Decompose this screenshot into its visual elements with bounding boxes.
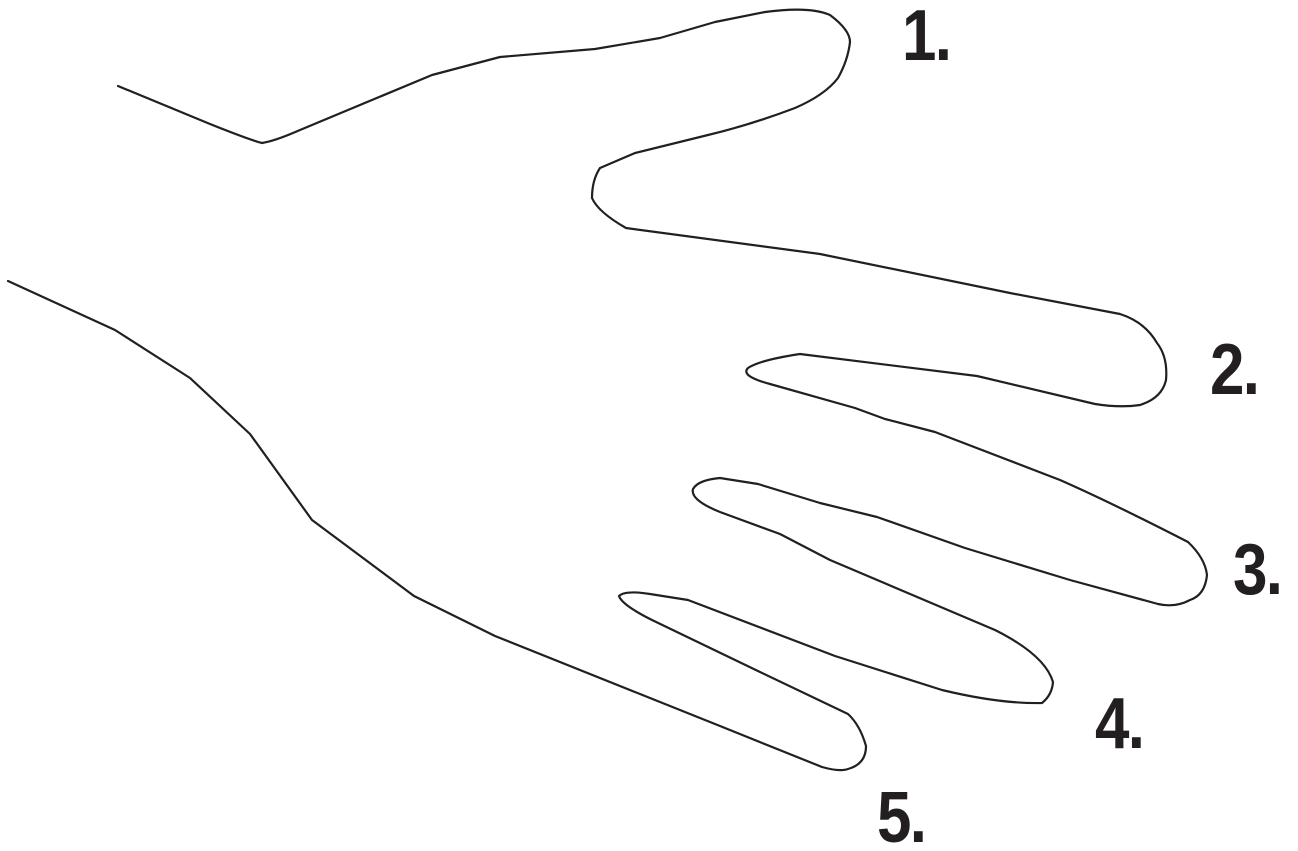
finger-label-5: 5. [877,782,925,851]
finger-label-4: 4. [1095,688,1143,760]
hand-upper-contour [8,10,1207,771]
finger-label-3: 3. [1233,534,1281,606]
finger-label-1: 1. [902,0,950,72]
finger-label-2: 2. [1210,334,1258,406]
